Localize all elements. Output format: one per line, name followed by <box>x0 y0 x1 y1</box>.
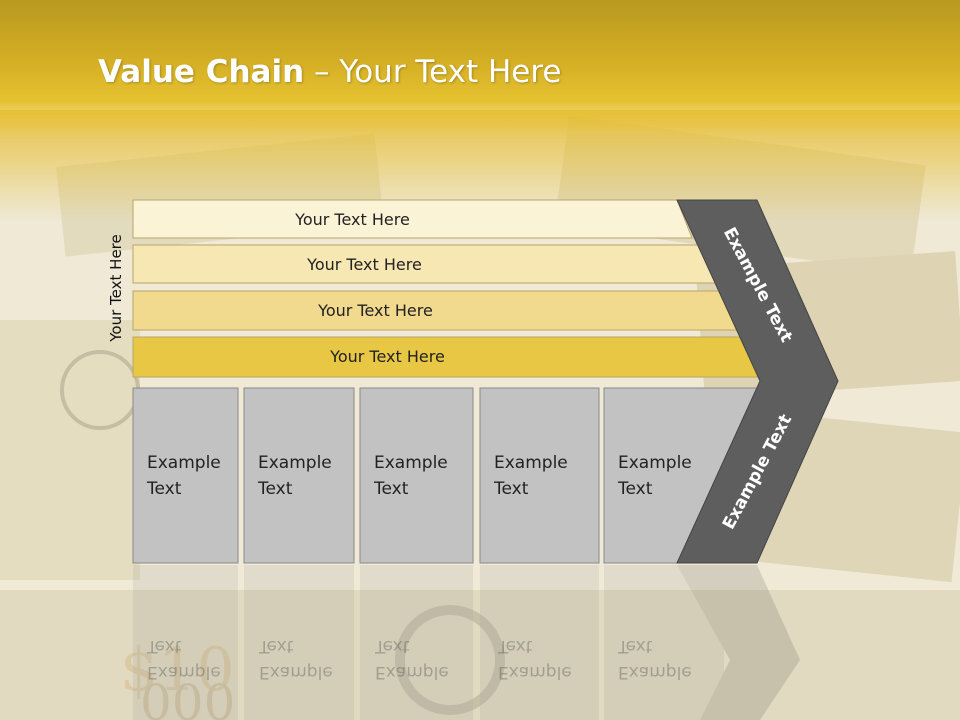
cell-5: Example Text <box>604 388 714 563</box>
cell-2-shape <box>243 387 355 564</box>
cell-3: Example Text <box>360 388 473 563</box>
cell-1: Example Text <box>133 388 238 563</box>
cell-4-text: Example Text <box>494 452 568 499</box>
cell-5-text: Example Text <box>618 452 692 499</box>
cell-1-text: Example Text <box>147 452 221 499</box>
cell-1-shape <box>132 387 239 564</box>
bar-2: Your Text Here <box>307 254 422 274</box>
reflection-text-5: Example Text <box>618 636 692 682</box>
bar-4: Your Text Here <box>330 346 445 366</box>
svg-text:$10: $10 <box>120 635 235 705</box>
cell-3-text: Example Text <box>374 452 448 499</box>
title-bold: Value Chain <box>98 54 305 90</box>
cell-2: Example Text <box>244 388 354 563</box>
cell-4: Example Text <box>480 388 599 563</box>
cell-2-text: Example Text <box>258 452 332 499</box>
reflection-text-1: Example Text <box>147 636 221 682</box>
bar-1: Your Text Here <box>295 209 410 229</box>
reflection-text-2: Example Text <box>259 636 333 682</box>
title-rest: – Your Text Here <box>304 54 562 90</box>
bar-1-shape <box>132 199 693 239</box>
cell-4-shape <box>479 387 600 564</box>
svg-text:000: 000 <box>140 674 235 720</box>
reflection: Example Text Example Text Example Text E… <box>0 563 960 720</box>
chevron-shape <box>676 199 839 564</box>
reflection-text-4: Example Text <box>498 636 572 682</box>
bar-3: Your Text Here <box>318 300 433 320</box>
reflection-text-3: Example Text <box>375 636 449 682</box>
slide-title: Value Chain – Your Text Here <box>98 54 561 90</box>
cell-3-shape <box>359 387 474 564</box>
